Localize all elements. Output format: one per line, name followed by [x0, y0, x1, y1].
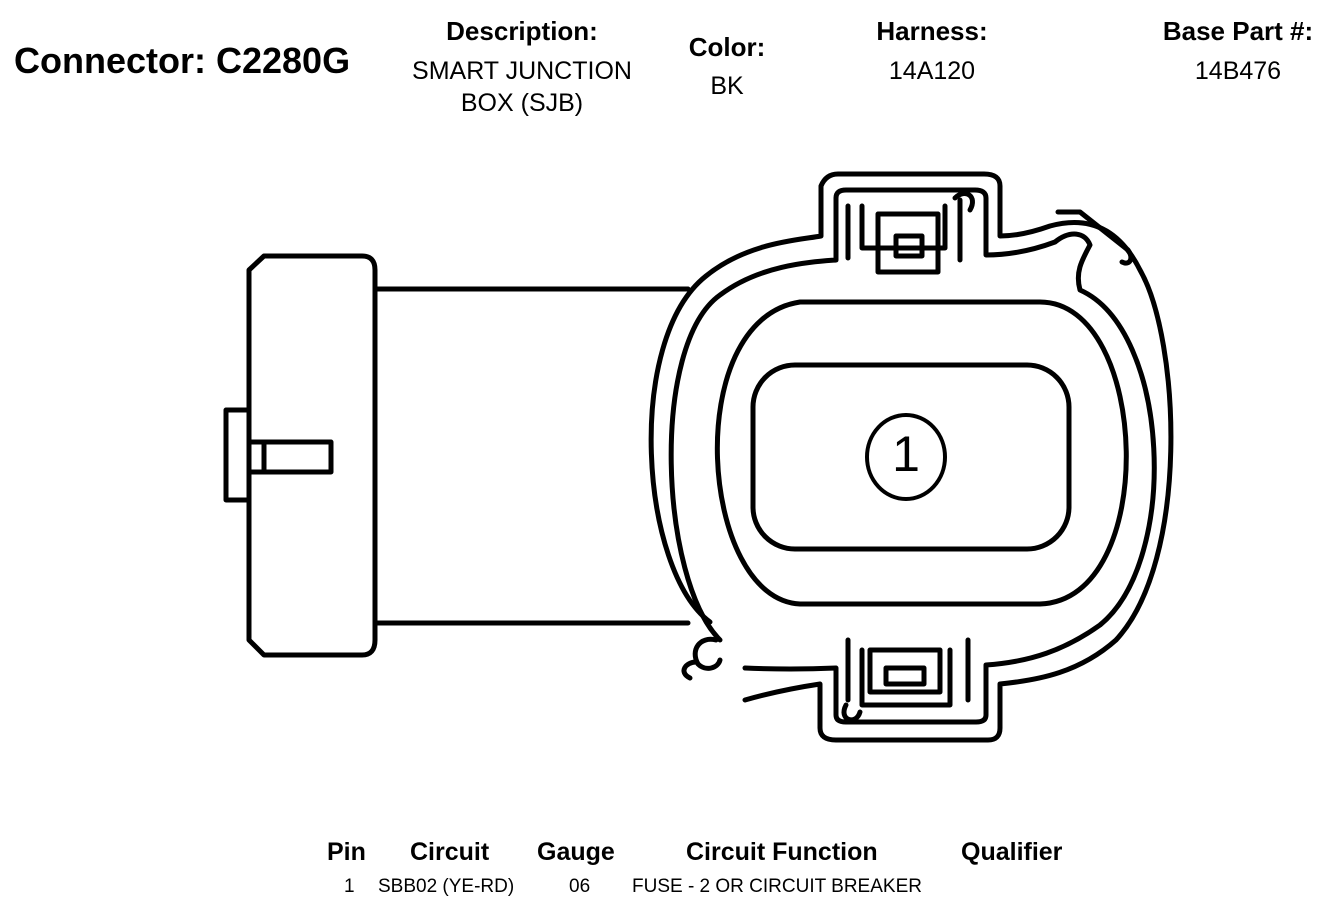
- top-latch: [845, 197, 963, 275]
- pin-1-label: 1: [892, 426, 920, 482]
- table-row-1-gauge: 06: [569, 876, 591, 897]
- connector-title: Connector: C2280G: [14, 40, 351, 81]
- end-cap-tab: [223, 407, 252, 503]
- base-part-value: 14B476: [1194, 57, 1282, 85]
- harness-value: 14A120: [888, 57, 976, 85]
- table-header-circuit: Circuit: [410, 838, 490, 866]
- base-part-label: Base Part #:: [1162, 16, 1314, 46]
- latch-notch: [692, 636, 723, 671]
- table-row-1-pin: 1: [344, 876, 355, 897]
- description-line-1: SMART JUNCTION: [412, 57, 632, 85]
- description-line-2: BOX (SJB): [460, 89, 584, 117]
- pin-cavity: [750, 362, 1072, 552]
- end-cap-slot: [246, 439, 334, 475]
- bottom-latch: [845, 637, 971, 708]
- table-header-gauge: Gauge: [537, 838, 615, 866]
- connector-end-cap: [246, 253, 378, 658]
- description-value: SMART JUNCTION BOX (SJB): [390, 55, 654, 119]
- table-header-pin: Pin: [327, 838, 366, 866]
- color-label: Color:: [688, 32, 766, 62]
- pin-1-marker: [865, 413, 947, 501]
- harness-label: Harness:: [876, 16, 988, 46]
- table-header-qualifier: Qualifier: [961, 838, 1063, 866]
- mid-ring: [714, 299, 1129, 607]
- description-label: Description:: [446, 16, 598, 46]
- color-value: BK: [710, 72, 744, 100]
- table-row-1-function: FUSE - 2 OR CIRCUIT BREAKER: [632, 876, 922, 897]
- inner-ring: [668, 187, 1157, 725]
- table-header-circuit-function: Circuit Function: [686, 838, 878, 866]
- table-row-1-circuit: SBB02 (YE-RD): [378, 876, 515, 897]
